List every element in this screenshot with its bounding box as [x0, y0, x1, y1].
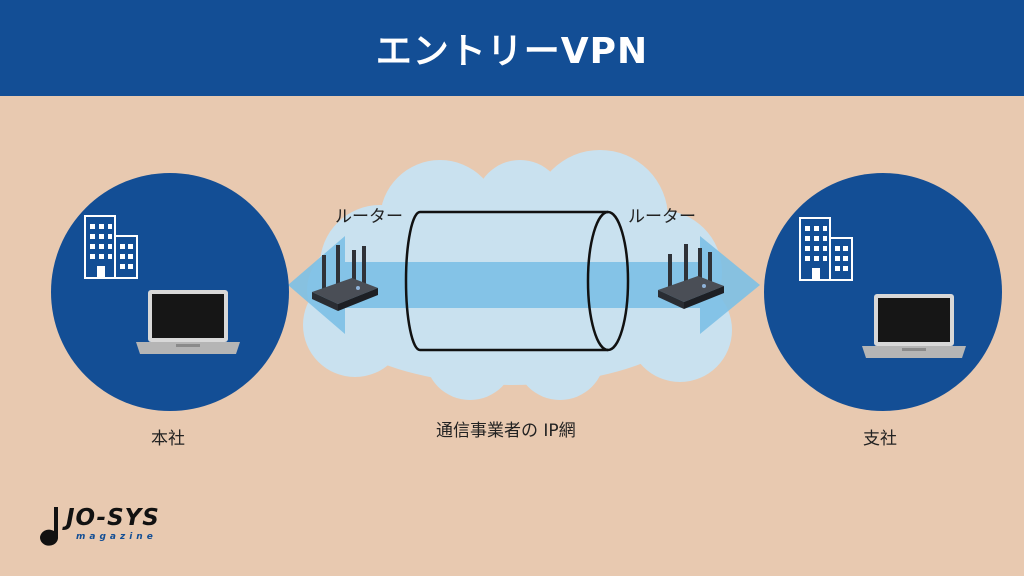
page-title: エントリーVPN — [375, 31, 649, 72]
branch-circle — [764, 173, 1002, 411]
logo-sub-text: magazine — [76, 532, 157, 542]
vpn-double-arrow — [288, 236, 760, 334]
branch-laptop-icon — [862, 294, 966, 358]
right-router-icon — [658, 244, 724, 309]
jo-sys-logo: JO-SYS magazine — [36, 503, 186, 553]
music-note-icon — [40, 507, 59, 546]
left-router-icon — [312, 245, 378, 311]
right-router-label: ルーター — [628, 207, 696, 227]
logo-main-text: JO-SYS — [66, 505, 160, 531]
hq-laptop-icon — [136, 290, 240, 354]
hq-label: 本社 — [151, 429, 185, 449]
branch-building-icon — [799, 217, 853, 281]
branch-label: 支社 — [863, 429, 897, 449]
hq-building-icon — [84, 215, 138, 279]
ip-network-label: 通信事業者の IP網 — [436, 421, 576, 441]
left-router-label: ルーター — [335, 207, 403, 227]
vpn-tunnel — [404, 210, 630, 352]
title-banner: エントリーVPN — [0, 0, 1024, 96]
